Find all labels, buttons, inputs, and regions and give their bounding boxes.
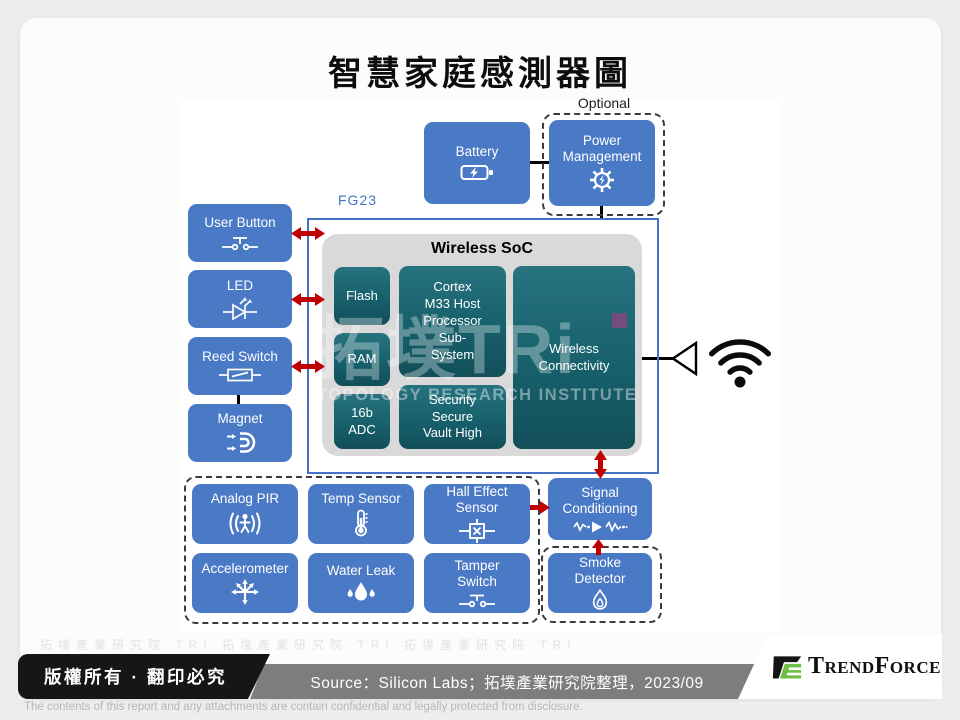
optional-label: Optional: [577, 95, 631, 111]
chip-label: FG23: [338, 192, 378, 208]
accelerometer-box: Accelerometer: [192, 553, 298, 613]
analog-pir-box: Analog PIR: [192, 484, 298, 544]
boxed-x-icon: [457, 518, 497, 544]
page-title: 智慧家庭感測器圖: [328, 56, 632, 93]
arrow-reed-soc: [291, 359, 325, 374]
wifi-icon: [700, 326, 780, 390]
magnet-icon: [224, 430, 256, 455]
water-leak-label: Water Leak: [326, 562, 396, 578]
flame-icon: [587, 589, 613, 611]
battery-box: Battery: [424, 122, 530, 204]
smoke-detector-box: Smoke Detector: [548, 553, 652, 613]
power-management-box: Power Management: [549, 120, 655, 206]
tamper-switch-box: Tamper Switch: [424, 553, 530, 613]
connector-soc-antenna: [634, 357, 673, 360]
hall-effect-box: Hall Effect Sensor: [424, 484, 530, 544]
multi-arrow-icon: [230, 579, 260, 606]
led-box: LED: [188, 270, 292, 328]
disclaimer-text: The contents of this report and any atta…: [24, 701, 583, 713]
tri-watermark-square: [612, 313, 627, 328]
smoke-detector-label: Smoke Detector: [574, 554, 626, 586]
reed-switch-box: Reed Switch: [188, 337, 292, 395]
battery-icon: [460, 162, 494, 182]
reed-switch-label: Reed Switch: [202, 348, 278, 364]
thermometer-icon: [352, 509, 370, 537]
security-block: Security Secure Vault High: [399, 385, 506, 449]
brand-panel: TrendForce: [738, 634, 942, 699]
brand-wordmark: TrendForce: [808, 653, 941, 679]
droplets-icon: [345, 581, 377, 603]
flash-block: Flash: [334, 267, 390, 325]
signal-conditioning-label: Signal Conditioning: [562, 485, 638, 516]
arrow-smoke-signal: [591, 539, 606, 555]
battery-label: Battery: [455, 143, 499, 159]
arrow-soc-signal: [593, 450, 608, 479]
copyright-text: 版權所有 · 翻印必究: [44, 667, 228, 687]
user-button-label: User Button: [204, 215, 276, 231]
source-banner: Source：Silicon Labs；拓墣產業研究院整理，2023/09: [250, 664, 764, 699]
trendforce-logo: [772, 652, 802, 682]
fg23-boundary: [307, 218, 659, 474]
power-gear-icon: [589, 167, 615, 193]
ram-block: RAM: [334, 333, 390, 386]
copyright-banner: 版權所有 · 翻印必究: [18, 654, 270, 699]
arrow-userbutton-soc: [291, 226, 325, 241]
arrow-led-soc: [291, 292, 325, 307]
analog-pir-label: Analog PIR: [210, 491, 280, 507]
temp-sensor-label: Temp Sensor: [321, 490, 401, 506]
power-management-label: Power Management: [562, 132, 642, 164]
connector-battery-pm: [530, 161, 549, 164]
background-watermark-row: 拓墣產業研究院 TRI 拓墣產業研究院 TRI 拓墣產業研究院 TRI: [40, 638, 577, 652]
led-label: LED: [226, 278, 254, 294]
push-button-icon: [220, 234, 260, 251]
source-text: Source：Silicon Labs；拓墣產業研究院整理，2023/09: [310, 674, 704, 692]
antenna-icon: [671, 341, 698, 376]
cortex-block: Cortex M33 Host Processor Sub- System: [399, 266, 506, 377]
hall-effect-label: Hall Effect Sensor: [446, 483, 508, 515]
push-button-icon: [457, 593, 497, 608]
motion-person-icon: [227, 510, 263, 537]
user-button-box: User Button: [188, 204, 292, 262]
temp-sensor-box: Temp Sensor: [308, 484, 414, 544]
waveform-amplifier-icon: [572, 520, 628, 533]
magnet-box: Magnet: [188, 404, 292, 462]
reed-switch-icon: [219, 367, 261, 383]
sensor-group-dashed-frame: [184, 476, 540, 624]
optional-dashed-frame: [542, 113, 665, 216]
wireless-soc-title: Wireless SoC: [430, 240, 534, 257]
wireless-connectivity-block: Wireless Connectivity: [513, 266, 635, 449]
signal-conditioning-box: Signal Conditioning: [548, 478, 652, 540]
led-diode-icon: [221, 296, 259, 320]
magnet-label: Magnet: [217, 411, 263, 427]
water-leak-box: Water Leak: [308, 553, 414, 613]
connector-pm-soc: [600, 206, 603, 220]
accelerometer-label: Accelerometer: [201, 560, 289, 576]
tamper-push-button-icon-label: Tamper Switch: [454, 558, 500, 589]
adc-block: 16b ADC: [334, 394, 390, 449]
connector-reed-magnet: [237, 395, 240, 404]
arrow-hall-signal: [529, 500, 550, 515]
